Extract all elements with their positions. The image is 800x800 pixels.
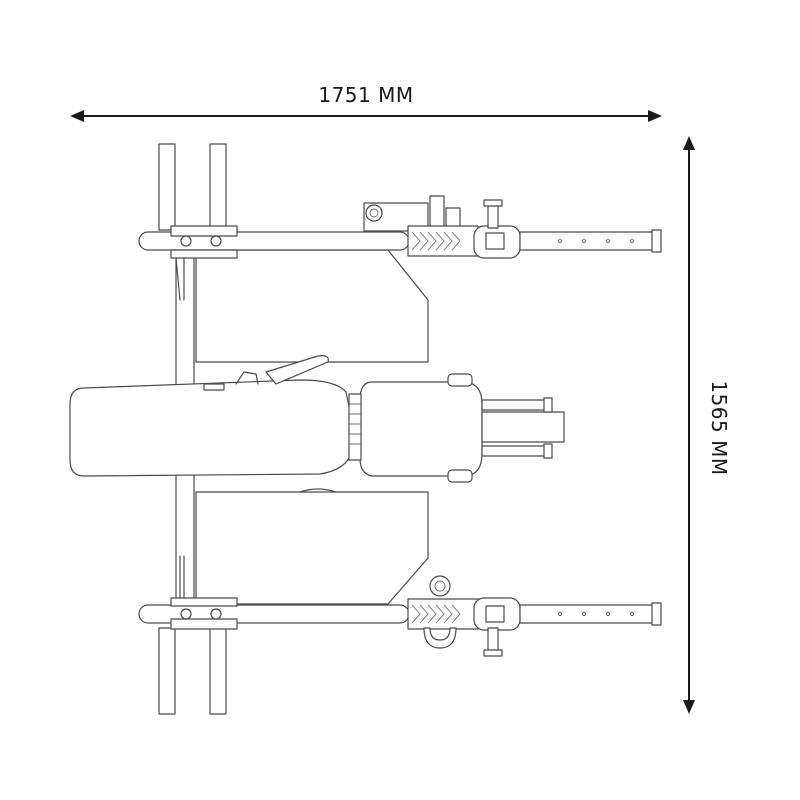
pivot-bracket-top [170,225,238,237]
height-dimension: 1565 MM [683,136,731,714]
adjust-lever [265,355,329,385]
pin-handle-bottom [179,555,185,599]
height-arrow-bottom [683,700,695,714]
collar-top [407,225,479,257]
knob-bottom [429,575,451,597]
pivot-plate-bottom [170,597,238,607]
width-arrow-left [70,110,84,122]
collar-bottom [407,598,479,630]
chevrons-bottom [411,604,461,624]
pivot-bracket-bottom [170,618,238,630]
seat-knob-bottom [447,469,473,483]
backrest-pad [69,379,353,477]
width-label: 1751 MM [318,83,413,107]
height-label: 1565 MM [707,380,731,475]
under-bracket [299,488,337,493]
width-arrow-right [648,110,662,122]
seat-knob-top [447,373,473,387]
upright-post-bottom-left [158,627,176,715]
pivot-plate-top [170,249,238,259]
height-arrow-top [683,136,695,150]
pivot-bolt-bottom-1 [180,608,192,620]
pivot-bolt-top-2 [210,235,222,247]
loop-handle-bottom [423,627,457,649]
side-pad-bottom [195,491,429,605]
seat-extension [481,411,565,443]
upright-post-top-left [158,143,176,231]
extension-end-bottom [651,602,662,626]
pivot-bolt-bottom-2 [210,608,222,620]
bench-drawing [69,143,662,715]
seat-pad [359,381,483,477]
extension-end-top [651,229,662,253]
upright-post-bottom-right [209,627,227,715]
pad-hinge [348,393,362,461]
pin-handle-top [175,257,185,301]
pivot-bolt-top-1 [180,235,192,247]
upright-post-top-right [209,143,227,231]
mount-knob-top [365,204,383,222]
width-dimension: 1751 MM [70,83,662,122]
side-pad-top [195,249,429,363]
chevrons-top [411,231,461,251]
